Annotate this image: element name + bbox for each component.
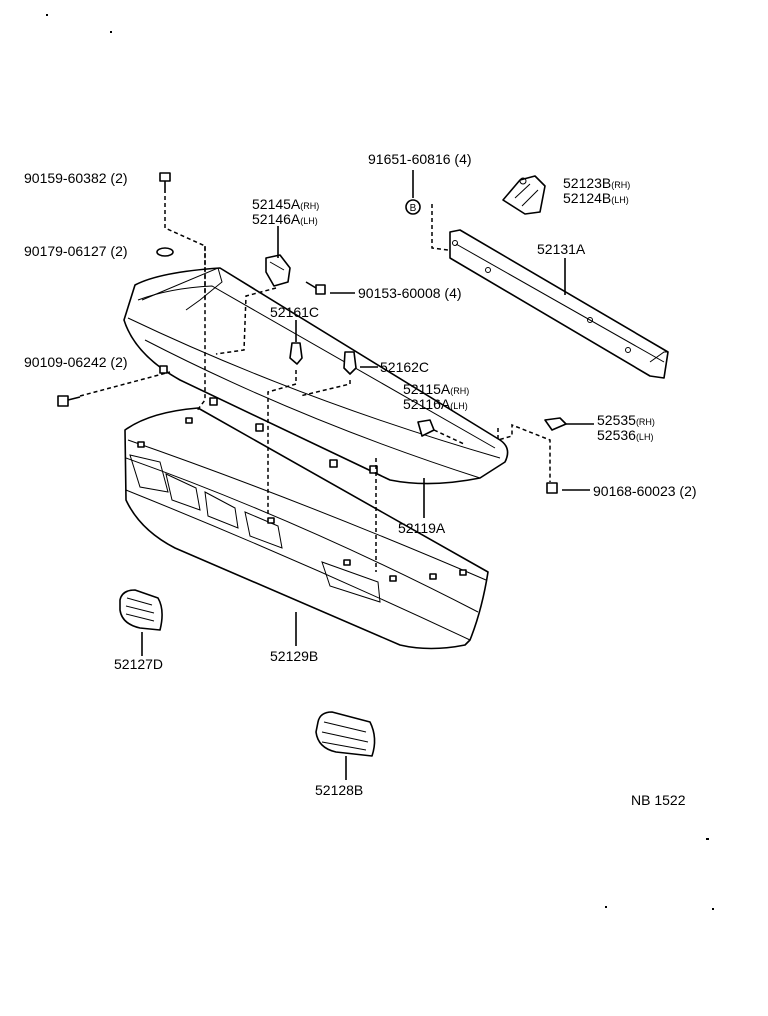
- cover-clip-tabs: [137, 417, 467, 582]
- label-stay-52123B: 52123B(RH): [563, 175, 630, 191]
- grille-52128B-drawing: [315, 711, 376, 757]
- label-lower-cover-52129B: 52129B: [270, 648, 318, 664]
- label-clip-52161C: 52161C: [270, 304, 319, 320]
- label-stay-52124B: 52124B(LH): [563, 190, 629, 206]
- lower-bumper-cover-drawing: [124, 407, 489, 650]
- label-retainer-52536: 52536(LH): [597, 427, 653, 443]
- callout-b-letter: B: [410, 203, 417, 214]
- leader-lines: [141, 170, 594, 780]
- label-bracket-52146A: 52146A(LH): [252, 211, 318, 227]
- grille-52127D-drawing: [119, 589, 163, 631]
- upper-bumper-cover-drawing: [123, 267, 509, 485]
- side-bracket-drawing: [265, 254, 291, 287]
- label-bracket-52145A: 52145A(RH): [252, 196, 319, 212]
- label-bracket-52115A: 52115A(RH): [403, 381, 469, 397]
- scan-specks: [46, 14, 714, 910]
- label-washer-90179: 90179-06127 (2): [24, 243, 128, 259]
- reinforcement-drawing: [449, 229, 669, 379]
- label-bolt-90109: 90109-06242 (2): [24, 354, 128, 370]
- label-screw-90168: 90168-60023 (2): [593, 483, 697, 499]
- label-reinforcement-52131A: 52131A: [537, 241, 586, 257]
- label-retainer-52535: 52535(RH): [597, 412, 655, 428]
- label-bolt-90159: 90159-60382 (2): [24, 170, 128, 186]
- label-grille-52128B: 52128B: [315, 782, 363, 798]
- stay-drawing: [502, 175, 546, 215]
- label-bolt-90153: 90153-60008 (4): [358, 285, 462, 301]
- label-grille-52127D: 52127D: [114, 656, 163, 672]
- label-clip-52162C: 52162C: [380, 359, 429, 375]
- alignment-dashed-lines: [79, 196, 551, 572]
- label-bumper-cover-52119A: 52119A: [398, 520, 446, 536]
- fastener-drawings: [57, 172, 567, 494]
- label-bracket-52116A: 52116A(LH): [403, 396, 468, 412]
- label-nut-91651: 91651-60816 (4): [368, 151, 472, 167]
- diagram-reference-code: NB 1522: [631, 792, 686, 808]
